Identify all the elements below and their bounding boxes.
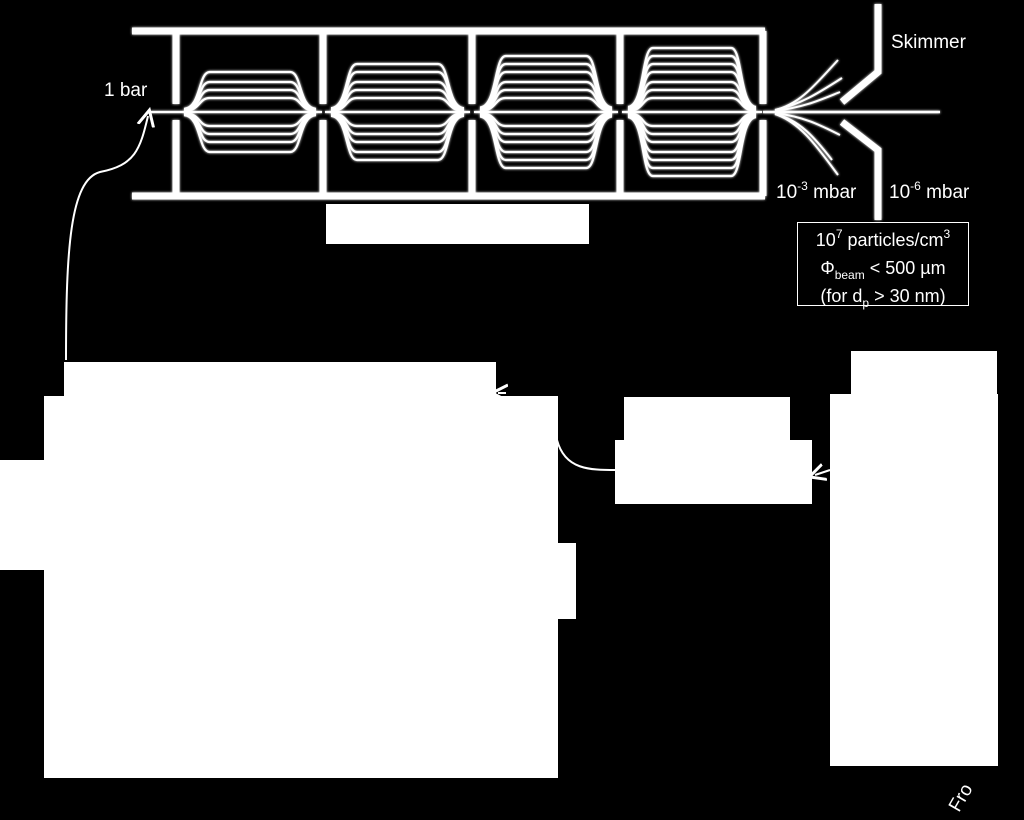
trajectory-line bbox=[183, 96, 317, 112]
trajectory-line bbox=[330, 80, 465, 111]
beam-diameter-line: Φbeam < 500 µm bbox=[820, 258, 946, 282]
particle-trajectories bbox=[150, 46, 762, 178]
trajectory-line bbox=[183, 80, 317, 111]
redacted-block-main-left-tab bbox=[0, 460, 50, 570]
divergent-trajectory bbox=[774, 77, 843, 111]
redacted-block-main-right-tab bbox=[550, 543, 576, 619]
exit-beam bbox=[763, 59, 940, 176]
trajectory-line bbox=[183, 112, 317, 136]
trajectory-line bbox=[627, 80, 757, 111]
inlet-flow-arrow bbox=[65, 116, 148, 361]
trajectory-line bbox=[479, 113, 613, 144]
trajectory-line bbox=[627, 112, 757, 128]
skimmer-lower-cone bbox=[839, 119, 882, 220]
trajectory-line bbox=[627, 96, 757, 112]
divergent-trajectory bbox=[774, 113, 839, 176]
redacted-block-mid-top bbox=[624, 397, 790, 445]
trajectory-line bbox=[627, 88, 757, 112]
trajectory-line bbox=[183, 112, 317, 128]
lens-housing bbox=[132, 27, 767, 200]
trajectory-line bbox=[479, 112, 613, 128]
skimmer-label: Skimmer bbox=[891, 32, 966, 53]
divergent-trajectory bbox=[774, 91, 841, 112]
trajectory-line bbox=[330, 114, 465, 162]
trajectory-line bbox=[330, 88, 465, 112]
divergent-trajectory bbox=[774, 112, 841, 136]
connector-arrow-to-left-block bbox=[556, 439, 617, 471]
trajectory-line bbox=[479, 80, 613, 111]
trajectory-line bbox=[479, 96, 613, 112]
divergent-trajectory bbox=[774, 59, 839, 111]
redacted-block-right bbox=[830, 394, 998, 766]
trajectory-line bbox=[627, 70, 757, 110]
trajectory-line bbox=[479, 70, 613, 110]
divergent-trajectory bbox=[774, 113, 833, 161]
redacted-block-right-top bbox=[851, 351, 997, 401]
inlet-pressure-label: 1 bar bbox=[104, 80, 148, 101]
trajectory-line bbox=[330, 70, 465, 110]
trajectory-line bbox=[479, 88, 613, 112]
trajectory-line bbox=[330, 113, 465, 144]
trajectory-line bbox=[183, 88, 317, 112]
beam-specs-box: 107 particles/cm3 Φbeam < 500 µm (for dp… bbox=[797, 222, 969, 310]
connector-arrow-from-right-block bbox=[815, 470, 831, 475]
stage2-pressure-label: 10-6 mbar bbox=[889, 179, 970, 203]
redacted-block-main-top bbox=[64, 362, 496, 402]
trajectory-line bbox=[183, 114, 317, 154]
redacted-block-mid bbox=[615, 440, 812, 504]
trajectory-line bbox=[330, 96, 465, 112]
stage1-pressure-label: 10-3 mbar bbox=[776, 179, 857, 203]
trajectory-line bbox=[627, 116, 757, 178]
trajectory-line bbox=[183, 70, 317, 110]
redacted-block-lens-label bbox=[326, 204, 589, 244]
trajectory-line bbox=[330, 112, 465, 136]
trajectory-line bbox=[479, 115, 613, 170]
particle-size-condition-line: (for dp > 30 nm) bbox=[820, 286, 946, 310]
trajectory-line bbox=[330, 112, 465, 128]
trajectory-line bbox=[479, 112, 613, 136]
trajectory-line bbox=[183, 113, 317, 144]
skimmer-upper-cone bbox=[839, 4, 882, 105]
trajectory-line bbox=[627, 112, 757, 136]
particle-concentration-line: 107 particles/cm3 bbox=[815, 227, 951, 250]
skimmer bbox=[839, 4, 882, 220]
trajectory-line bbox=[627, 113, 757, 144]
redacted-block-main bbox=[44, 396, 558, 778]
